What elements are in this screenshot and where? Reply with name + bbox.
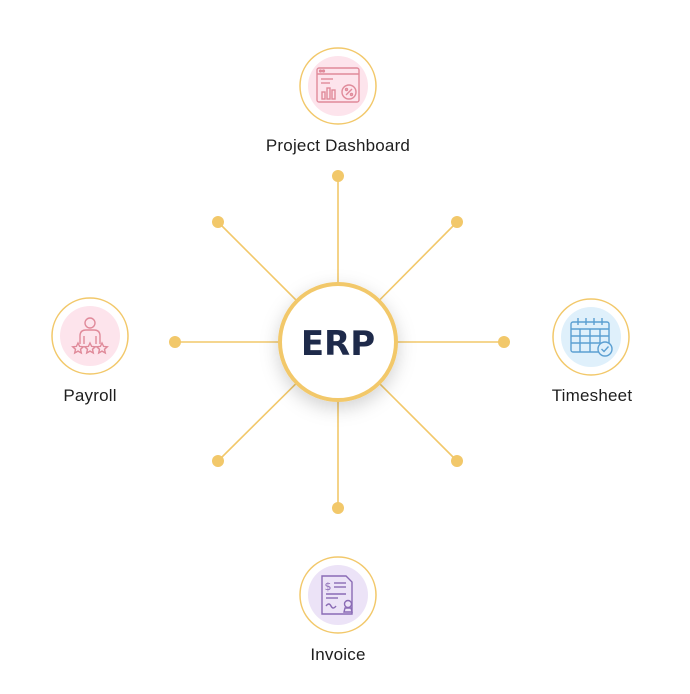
dot-bottom xyxy=(332,502,344,514)
dot-left xyxy=(169,336,181,348)
module-label-invoice: Invoice xyxy=(310,645,366,664)
module-payroll xyxy=(51,297,129,375)
module-label-timesheet: Timesheet xyxy=(551,386,633,405)
dot-bottom-left xyxy=(212,455,224,467)
erp-hub-circle xyxy=(278,282,398,402)
module-timesheet xyxy=(552,298,630,376)
svg-text:$: $ xyxy=(325,580,332,593)
dot-top-left xyxy=(212,216,224,228)
invoice-document-icon: $ xyxy=(321,575,353,615)
dot-bottom-right xyxy=(451,455,463,467)
dashboard-chart-icon xyxy=(316,67,360,103)
erp-hub: ERP xyxy=(278,282,398,402)
module-label-payroll: Payroll xyxy=(63,386,117,405)
module-invoice: $ xyxy=(299,556,377,634)
dot-top xyxy=(332,170,344,182)
module-project-dashboard xyxy=(299,47,377,125)
employee-rating-icon xyxy=(71,317,109,355)
dot-right xyxy=(498,336,510,348)
spoke-end-dots xyxy=(169,170,510,514)
module-label-project-dashboard: Project Dashboard xyxy=(265,136,411,155)
calendar-check-icon xyxy=(570,318,613,357)
erp-hub-label: ERP xyxy=(301,324,375,364)
dot-top-right xyxy=(451,216,463,228)
